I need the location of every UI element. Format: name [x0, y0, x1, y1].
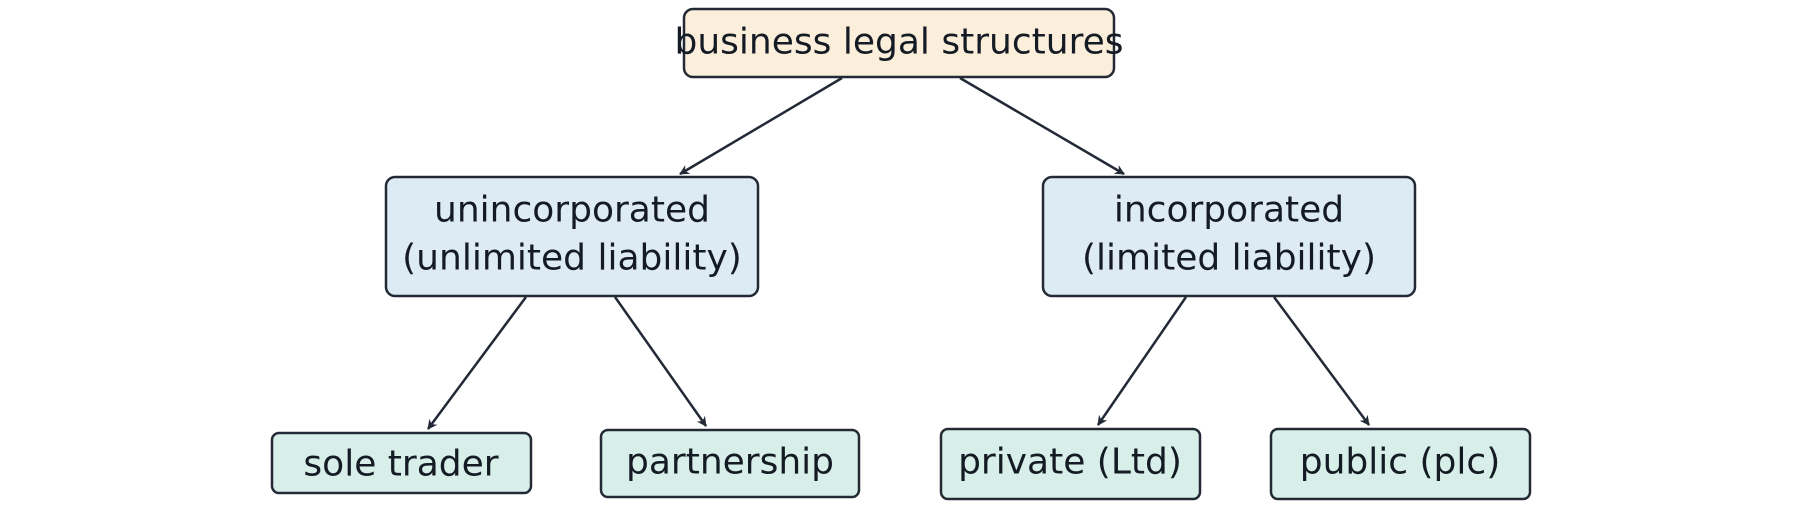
- unincorporated-node: unincorporated (unlimited liability): [384, 175, 760, 298]
- private-node-box: [939, 427, 1202, 501]
- edge-root-to-incorporated: [959, 76, 1125, 176]
- public-node: public (plc): [1269, 427, 1532, 501]
- partnership-node-label: partnership: [626, 442, 834, 483]
- partnership-node-box: [599, 428, 861, 499]
- root-node-label: business legal structures: [675, 22, 1124, 63]
- public-node-label: public (plc): [1300, 442, 1501, 483]
- edge-incorporated-to-private: [1096, 296, 1188, 426]
- incorporated-node-box: [1041, 175, 1417, 298]
- incorporated-node: incorporated (limited liability): [1041, 175, 1417, 298]
- root-node-box: [682, 7, 1116, 79]
- sole-trader-node-label: sole trader: [303, 444, 498, 485]
- private-node-label: private (Ltd): [958, 442, 1182, 483]
- public-node-box: [1269, 427, 1532, 501]
- edge-incorporated-to-public: [1272, 296, 1371, 426]
- edge-unincorporated-to-partnership: [613, 296, 708, 427]
- root-node: business legal structures: [675, 7, 1124, 79]
- private-node: private (Ltd): [939, 427, 1202, 501]
- sole-trader-node-box: [270, 431, 533, 495]
- unincorporated-node-box: [384, 175, 760, 298]
- unincorporated-node-subtitle: (unlimited liability): [402, 238, 742, 279]
- edges: [426, 76, 1371, 430]
- unincorporated-node-title: unincorporated: [434, 190, 710, 231]
- sole-trader-node: sole trader: [270, 431, 533, 495]
- incorporated-node-title: incorporated: [1114, 190, 1344, 231]
- partnership-node: partnership: [599, 428, 861, 499]
- incorporated-node-subtitle: (limited liability): [1082, 238, 1376, 279]
- edge-root-to-unincorporated: [679, 76, 843, 176]
- edge-unincorporated-to-sole-trader: [426, 296, 528, 430]
